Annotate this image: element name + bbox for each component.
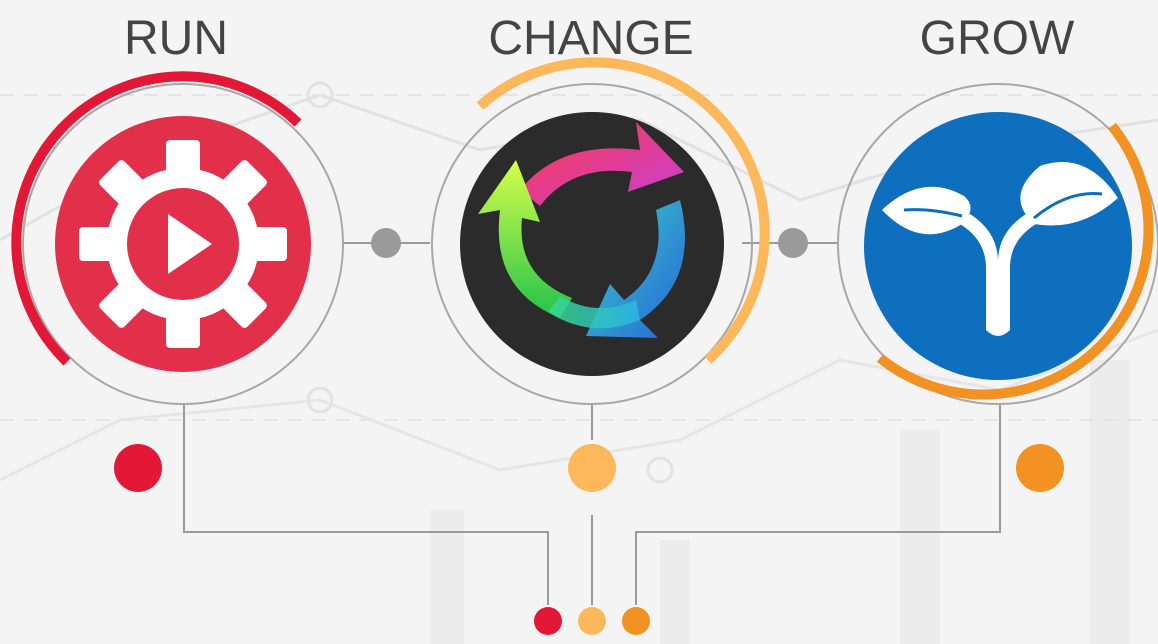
run-outline-ring — [22, 83, 344, 405]
connector-dot-right — [778, 228, 808, 258]
bottom-dot-change — [578, 607, 606, 635]
marker-change — [568, 444, 616, 492]
stage-run: RUN — [11, 12, 344, 405]
stage-title-run: RUN — [124, 12, 228, 65]
marker-run — [114, 444, 162, 492]
circular-arrows-icon — [460, 112, 724, 376]
grow-outline-ring — [837, 83, 1158, 405]
connector-dot-left — [371, 228, 401, 258]
run-progress-arc — [11, 71, 302, 366]
stage-grow: GROW — [837, 12, 1158, 405]
change-outline-ring — [431, 83, 753, 405]
stage-title-change: CHANGE — [488, 12, 693, 65]
grow-progress-arc — [876, 122, 1154, 400]
sprout-icon — [864, 112, 1132, 380]
gear-play-icon — [55, 116, 311, 372]
stage-title-grow: GROW — [920, 12, 1075, 65]
bottom-dot-run — [534, 607, 562, 635]
change-progress-arc — [476, 57, 770, 364]
bottom-dot-grow — [622, 607, 650, 635]
stage-change: CHANGE — [431, 12, 770, 405]
background-watermark — [0, 81, 1158, 644]
marker-grow — [1016, 444, 1064, 492]
